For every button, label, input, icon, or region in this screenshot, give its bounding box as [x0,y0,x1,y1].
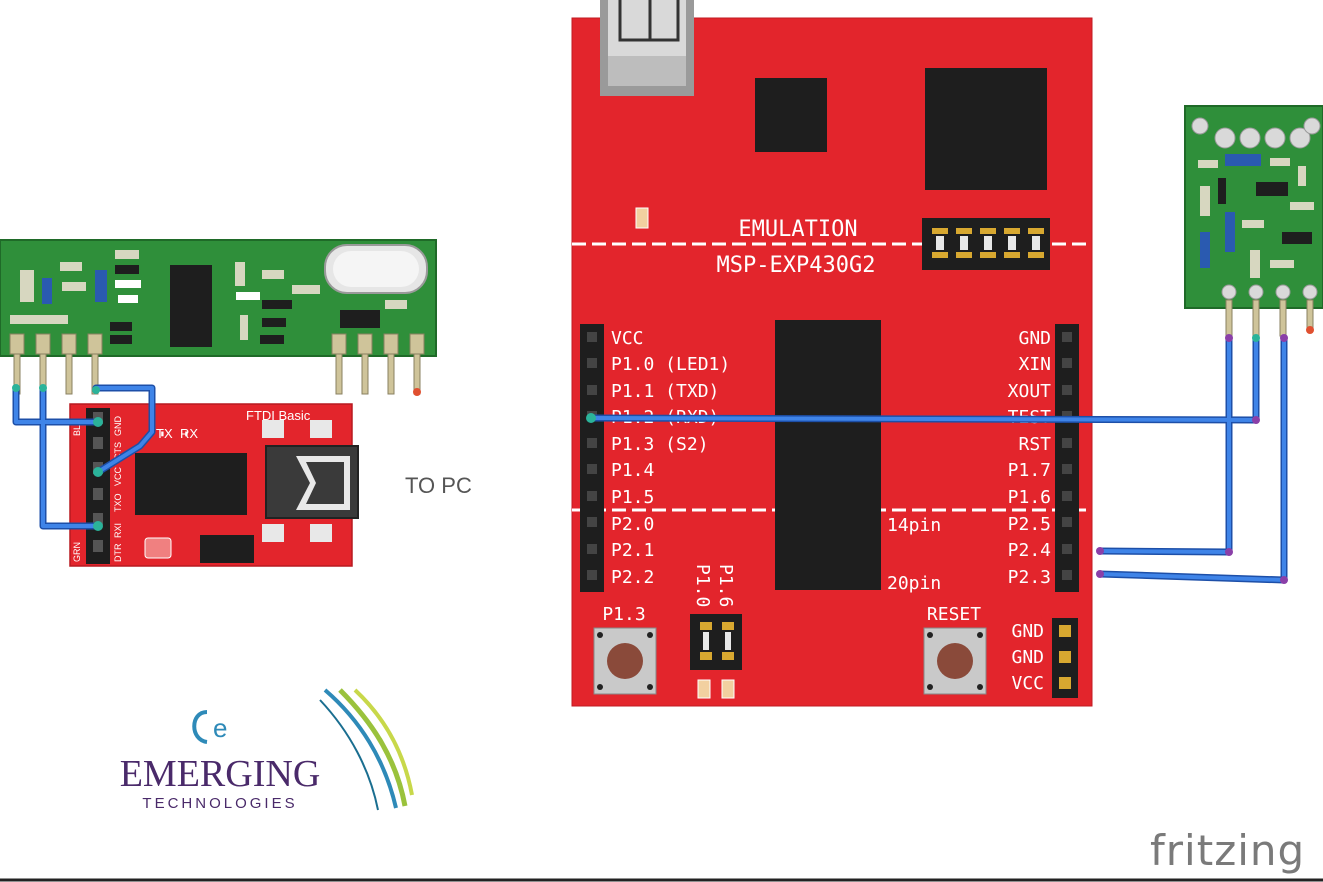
to-pc-note: TO PC [405,473,472,498]
msp-exp430g2-board: EMULATION MSP-EXP430G2 14pin 20pin VCC [571,0,1093,707]
pin-xin: XIN [1018,354,1051,375]
board-title-model: MSP-EXP430G2 [717,253,876,278]
pin-p1-6: P1.6 [1008,487,1051,508]
ftdi-pin-vcc: VCC [113,466,123,486]
pin-xout: XOUT [1008,381,1052,402]
svg-text:▮: ▮ [160,429,165,438]
board-title-emulation: EMULATION [738,217,857,242]
pin-p2-5: P2.5 [1008,514,1051,535]
pin-gnd: GND [1018,328,1051,349]
label-14pin: 14pin [887,515,941,536]
jumper-label-p1-6: P1.6 [715,564,736,607]
emerging-technologies-logo: e EMERGING TECHNOLOGIES [88,688,414,812]
button-p1-3[interactable] [593,627,657,695]
ftdi-title: FTDI Basic [246,408,311,423]
power-pin-gnd-2: GND [1011,647,1044,668]
power-pin-vcc: VCC [1011,673,1044,694]
pin-rst: RST [1018,434,1051,455]
svg-text:e: e [213,713,227,743]
logo-main-text: EMERGING [120,753,321,795]
ftdi-rx-label: RX [180,426,198,441]
power-pin-gnd-1: GND [1011,621,1044,642]
ftdi-pin-grn: GRN [72,542,82,562]
button-reset-label: RESET [927,604,981,625]
svg-text:▮: ▮ [184,429,189,438]
ftdi-pin-blk: BLK [72,419,82,436]
ftdi-pin-gnd: GND [113,416,123,437]
pin-p1-0: P1.0 (LED1) [611,354,730,375]
rf-receiver-module [0,239,437,396]
pin-p2-1: P2.1 [611,540,654,561]
ftdi-pin-rxi: RXI [113,523,123,538]
pin-p2-0: P2.0 [611,514,654,535]
jumper-label-p1-0: P1.0 [692,564,713,607]
pin-p1-4: P1.4 [611,460,654,481]
pin-p1-3: P1.3 (S2) [611,434,709,455]
ftdi-pin-cts: CTS [113,442,123,460]
rf-transmitter-module [1184,105,1323,337]
logo-sub-text: TECHNOLOGIES [142,795,297,812]
fritzing-watermark: fritzing [1150,826,1306,875]
pin-vcc: VCC [611,328,644,349]
button-reset[interactable] [923,627,987,695]
wires [12,334,1288,584]
label-20pin: 20pin [887,573,941,594]
pin-p2-2: P2.2 [611,567,654,588]
pin-p2-4: P2.4 [1008,540,1051,561]
ftdi-tx-label: TX [156,426,173,441]
pin-p1-5: P1.5 [611,487,654,508]
pin-p1-1: P1.1 (TXD) [611,381,719,402]
pin-p1-7: P1.7 [1008,460,1051,481]
pin-p2-3: P2.3 [1008,567,1051,588]
left-pin-labels: VCC P1.0 (LED1) P1.1 (TXD) P1.2 (RXD) P1… [611,328,730,588]
ftdi-basic-board: ▮ ▮ FTDI Basic TX RX BLK GND CTS VCC TXO… [69,403,359,567]
ftdi-pin-dtr: DTR [113,543,123,562]
button-p1-3-label: P1.3 [602,604,645,625]
ftdi-pin-txo: TXO [113,493,123,512]
